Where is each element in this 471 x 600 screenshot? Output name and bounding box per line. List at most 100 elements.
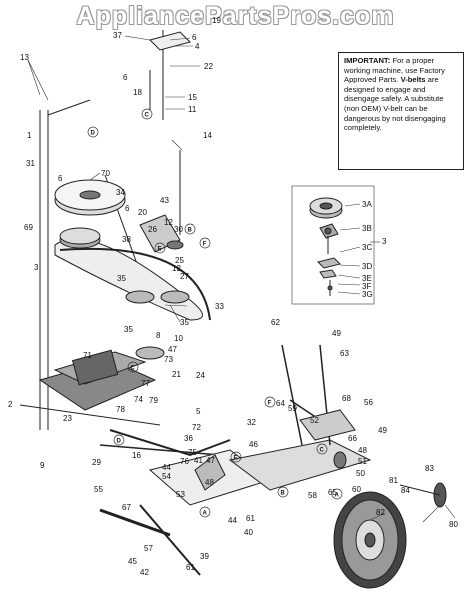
- callout: 20: [138, 208, 147, 217]
- callout: 53: [176, 490, 185, 499]
- callout: 8: [156, 331, 161, 340]
- callout: 63: [340, 349, 349, 358]
- callout: 82: [376, 508, 385, 517]
- callout: 48: [358, 446, 367, 455]
- callout: 70: [101, 169, 110, 178]
- callout: 16: [132, 451, 141, 460]
- callout: 81: [389, 476, 398, 485]
- callout: 39: [200, 552, 209, 561]
- callout: 67: [122, 503, 131, 512]
- ref-letter: D: [117, 439, 122, 445]
- callout-labels: 13 1 31 69 3 2 9 23 37 6 4 19 22 6 18 15…: [8, 16, 458, 577]
- callout: 65: [328, 488, 337, 497]
- callout: 64: [276, 399, 285, 408]
- callout: 29: [92, 458, 101, 467]
- callout: 27: [180, 272, 189, 281]
- callout: 84: [401, 486, 410, 495]
- callout: 11: [188, 105, 197, 114]
- callout: 77: [141, 379, 150, 388]
- callout: 54: [162, 472, 171, 481]
- callout: 79: [149, 396, 158, 405]
- callout: 57: [144, 544, 153, 553]
- callout: 43: [160, 196, 169, 205]
- callout: 32: [247, 418, 256, 427]
- callout: 3D: [362, 262, 372, 271]
- shift-linkage: [99, 429, 372, 576]
- callout: 3E: [362, 274, 372, 283]
- callout: 56: [364, 398, 373, 407]
- callout: 49: [332, 329, 341, 338]
- ref-letter: C: [320, 448, 325, 454]
- callout: 71: [83, 351, 92, 360]
- callout: 61: [246, 514, 255, 523]
- callout: 47: [168, 345, 177, 354]
- notice-bold: V-belts: [400, 75, 426, 85]
- ref-letter: A: [335, 493, 340, 499]
- callout: 23: [63, 414, 72, 423]
- callout: 68: [342, 394, 351, 403]
- callout: 15: [188, 93, 197, 102]
- ref-letter: D: [91, 131, 96, 137]
- callout: 41: [194, 456, 203, 465]
- callout: 2: [8, 400, 13, 409]
- callout: 55: [94, 485, 103, 494]
- callout: 3: [34, 263, 39, 272]
- callout: 44: [162, 463, 171, 472]
- callout: 6: [125, 204, 130, 213]
- callout: 76: [180, 457, 189, 466]
- callout: 44: [228, 516, 237, 525]
- callout: 69: [24, 223, 33, 232]
- reference-markers: D C B E F C D A F E C B A: [87, 108, 343, 518]
- callout: 14: [203, 131, 212, 140]
- callout: 51: [358, 457, 367, 466]
- callout: 3F: [362, 282, 371, 291]
- callout: 12: [164, 218, 173, 227]
- inset-pulley: [309, 197, 343, 296]
- callout: 34: [116, 188, 125, 197]
- callout: 58: [308, 491, 317, 500]
- callout: 45: [128, 557, 137, 566]
- callout: 50: [356, 469, 365, 478]
- callout: 18: [133, 88, 142, 97]
- callout: 83: [425, 464, 434, 473]
- callout: 6: [123, 73, 128, 82]
- ref-letter: C: [145, 113, 150, 119]
- callout: 6: [58, 174, 63, 183]
- callout: 36: [184, 434, 193, 443]
- callout: 74: [134, 395, 143, 404]
- important-notice: IMPORTANT: For a proper working machine,…: [338, 52, 464, 170]
- ref-letter: A: [203, 511, 208, 517]
- callout: 66: [348, 434, 357, 443]
- callout: 40: [244, 528, 253, 537]
- callout: 35: [180, 318, 189, 327]
- ref-letter: C: [131, 366, 136, 372]
- callout: 21: [172, 370, 181, 379]
- ref-letter: B: [281, 491, 286, 497]
- callout: 13: [20, 53, 29, 62]
- callout: 3G: [362, 290, 373, 299]
- callout: 25: [175, 256, 184, 265]
- notice-text-1: For a proper working machine, use Factor…: [344, 56, 445, 85]
- callout: 72: [192, 423, 201, 432]
- callout: 33: [215, 302, 224, 311]
- callout: 80: [449, 520, 458, 529]
- notice-heading: IMPORTANT:: [344, 56, 391, 65]
- upper-pulley-belt: [54, 179, 211, 321]
- callout: 22: [204, 62, 213, 71]
- callout: 26: [148, 225, 157, 234]
- leader-lines: [27, 35, 456, 523]
- callout: 35: [124, 325, 133, 334]
- callout: 3A: [362, 200, 372, 209]
- callout: 1: [27, 131, 32, 140]
- callout: 12: [172, 264, 181, 273]
- right-levers: [281, 344, 356, 469]
- wheel: [333, 482, 447, 589]
- callout: 31: [26, 159, 35, 168]
- callout: 9: [40, 461, 45, 470]
- callout: 47: [206, 456, 215, 465]
- ref-letter: B: [188, 228, 193, 234]
- ref-letter: F: [268, 401, 272, 407]
- callout: 48: [205, 478, 214, 487]
- watermark: AppliancePartsPros.com: [76, 2, 395, 30]
